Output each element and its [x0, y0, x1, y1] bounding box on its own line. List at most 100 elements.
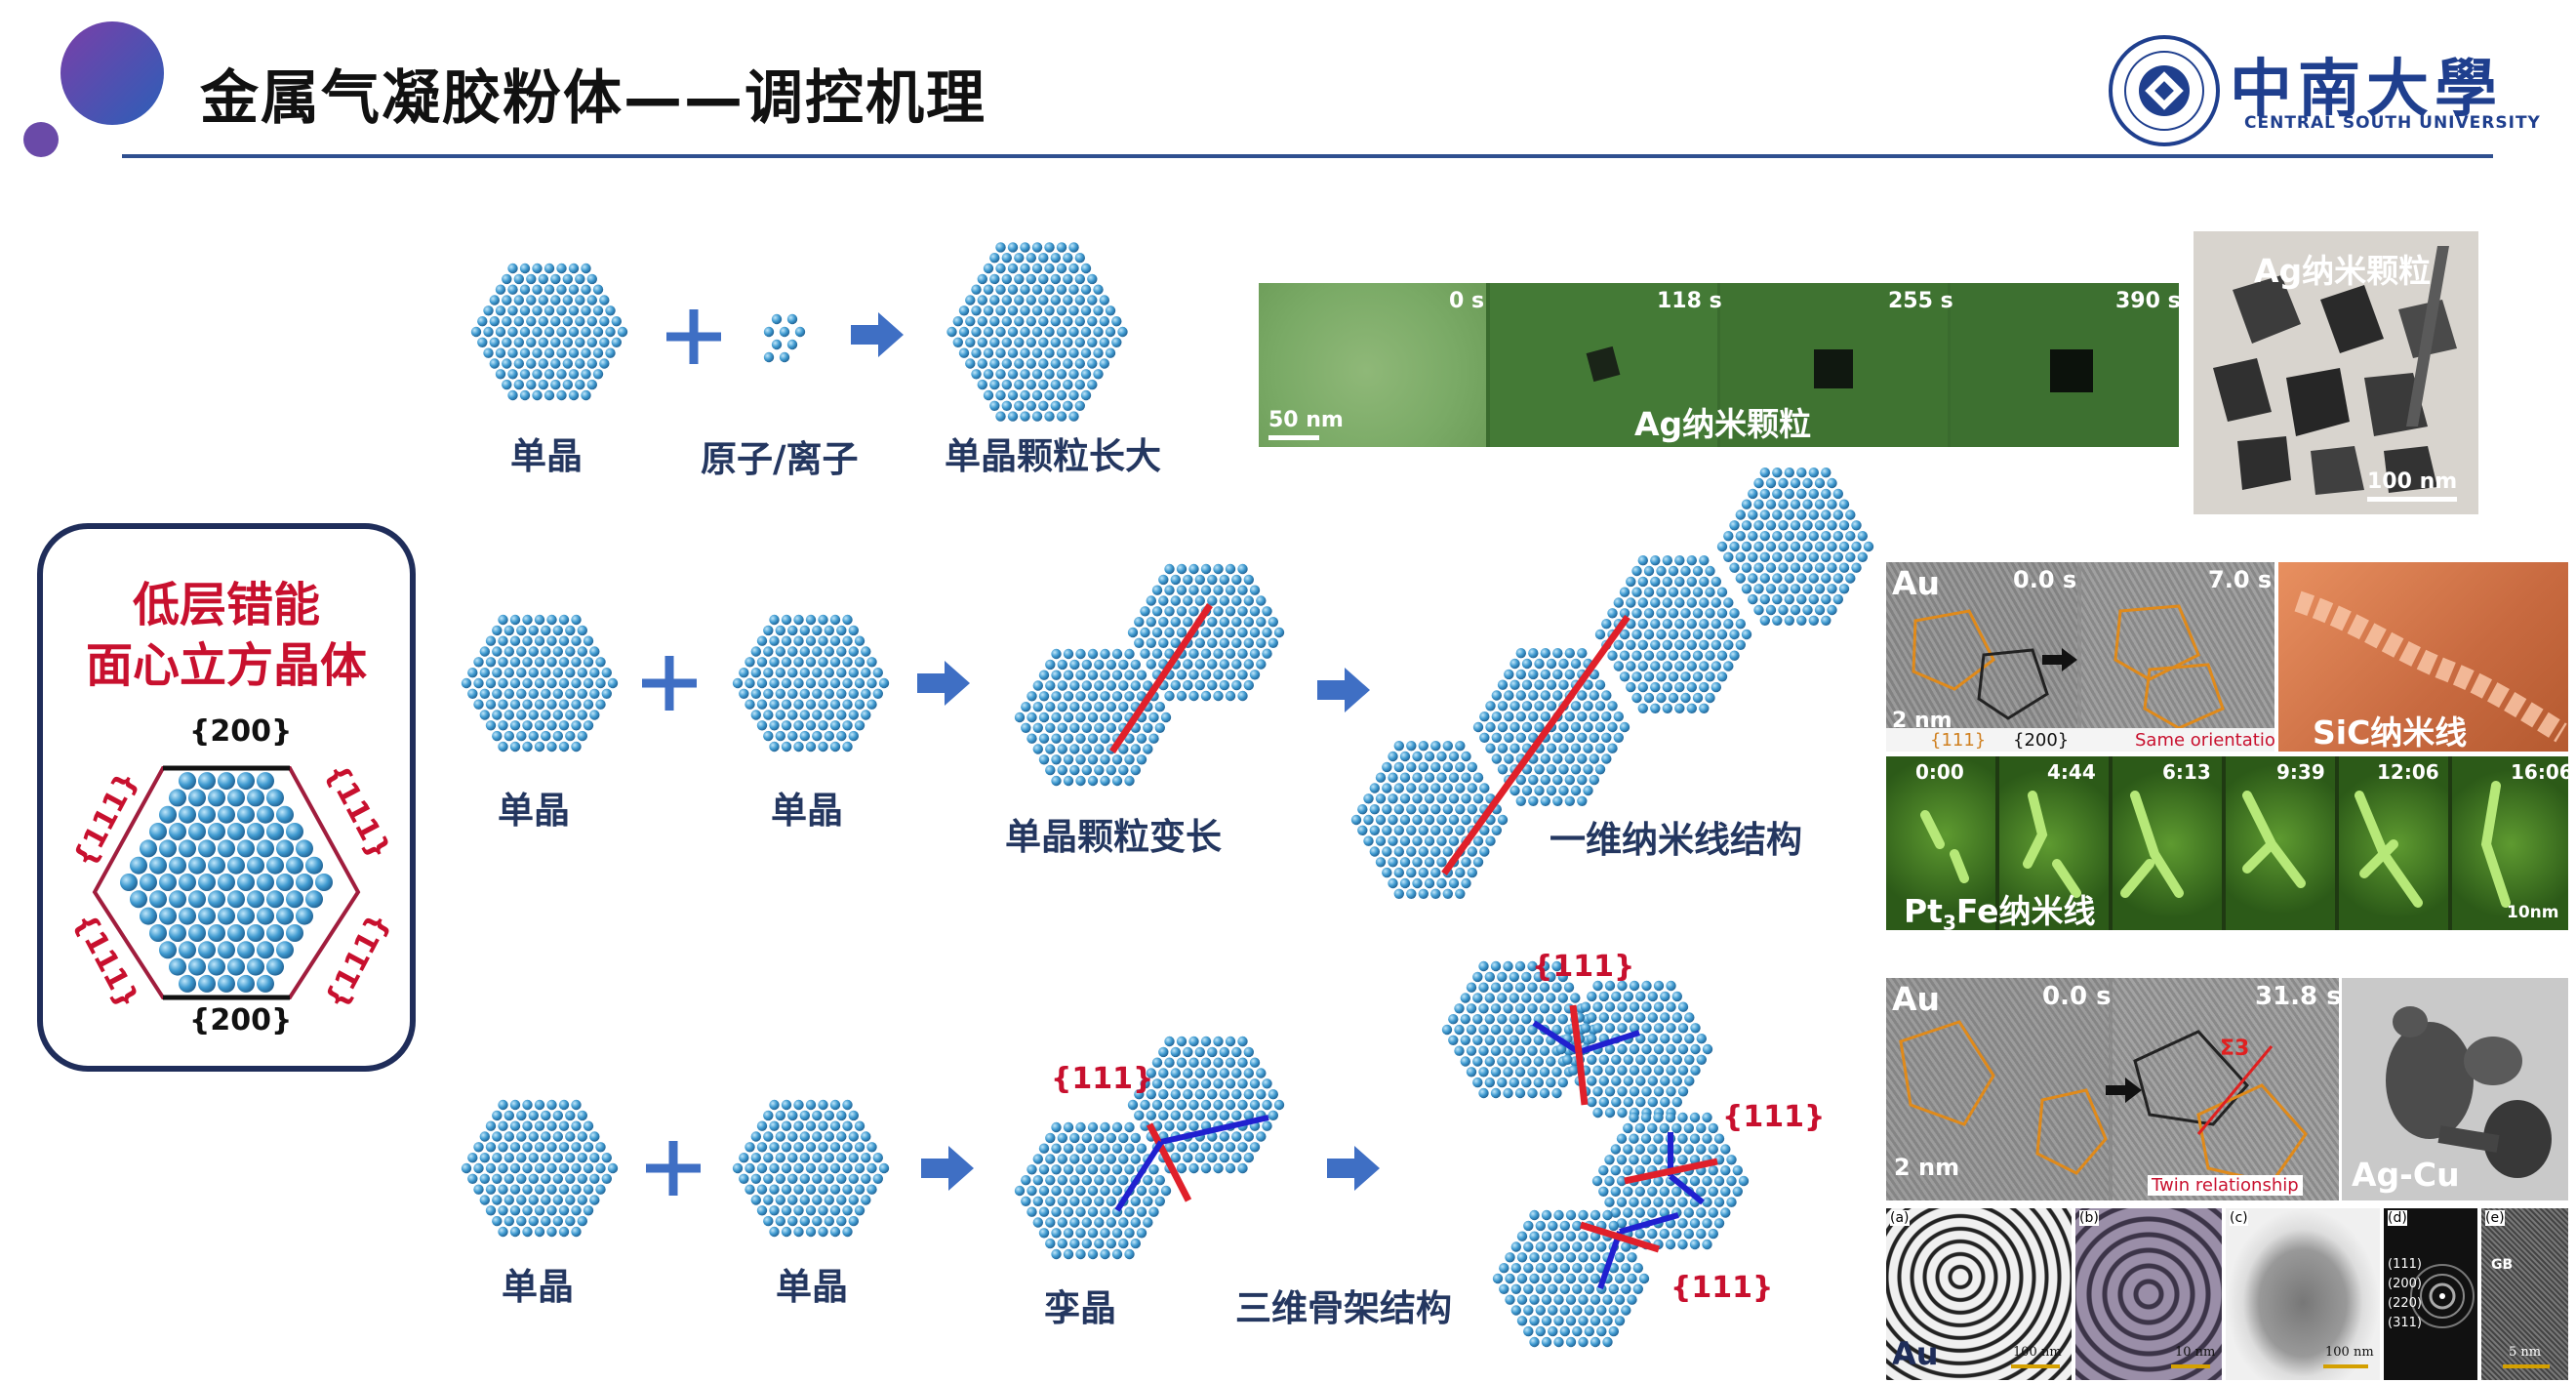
atom	[1821, 615, 1831, 626]
atom	[812, 1173, 823, 1185]
atom	[1100, 691, 1110, 702]
atom	[1050, 358, 1062, 369]
atom	[1660, 1012, 1670, 1023]
atom	[1552, 732, 1563, 743]
atom	[1479, 712, 1490, 722]
atom	[1821, 593, 1831, 605]
atom	[1176, 585, 1187, 595]
atom	[485, 677, 497, 689]
atom	[1225, 1099, 1236, 1111]
decor-circles	[23, 21, 164, 157]
atom	[1164, 1036, 1175, 1047]
atom	[745, 699, 755, 710]
atom	[1527, 982, 1538, 993]
ring-label: (111)	[2388, 1257, 2422, 1272]
atom	[541, 668, 551, 678]
atom	[513, 358, 524, 369]
atom	[1375, 814, 1387, 826]
atom	[565, 730, 576, 742]
atom	[829, 720, 841, 731]
atom	[1617, 980, 1628, 992]
atom	[198, 772, 216, 791]
atom	[1534, 679, 1545, 690]
atom	[805, 741, 817, 753]
atom	[492, 1153, 503, 1163]
atom	[1623, 1122, 1633, 1134]
atom	[1702, 1043, 1713, 1055]
atom	[503, 1173, 514, 1185]
atom	[534, 677, 545, 689]
atom	[1772, 509, 1783, 520]
atom	[756, 1205, 768, 1216]
atom	[1610, 1165, 1622, 1176]
atom	[1778, 604, 1789, 616]
atom	[1521, 658, 1533, 670]
atom	[861, 1173, 871, 1185]
atom	[1692, 565, 1704, 577]
atom	[286, 890, 303, 909]
atom	[781, 1184, 792, 1195]
atom	[781, 1099, 792, 1111]
atom	[1117, 326, 1128, 338]
atom	[1146, 617, 1157, 628]
atom	[812, 1195, 823, 1205]
atom	[237, 974, 255, 993]
atom	[1564, 795, 1576, 806]
atom	[1510, 1263, 1522, 1274]
atom	[1001, 400, 1013, 411]
atom	[756, 1184, 768, 1195]
atom	[534, 1205, 545, 1216]
arrow-right-icon	[921, 1146, 974, 1191]
atom	[1148, 1206, 1159, 1217]
atom	[1001, 337, 1013, 347]
atom	[159, 805, 177, 824]
atom	[1796, 468, 1807, 478]
atom	[507, 389, 518, 401]
atom	[866, 657, 877, 668]
atom	[1570, 993, 1581, 1003]
atom	[1619, 671, 1630, 682]
atom	[1001, 358, 1013, 369]
atom	[824, 688, 834, 699]
atom	[577, 1215, 587, 1227]
atom	[1063, 295, 1073, 305]
atom	[1613, 712, 1625, 722]
atom	[1256, 595, 1267, 606]
atom	[946, 326, 957, 338]
atom	[769, 1205, 780, 1216]
atom	[1814, 541, 1826, 552]
atom	[1832, 551, 1844, 562]
atom	[599, 358, 610, 369]
atom	[1472, 1056, 1483, 1067]
atom	[1020, 305, 1030, 316]
atom	[1613, 597, 1625, 608]
facet-top-label: {200}	[189, 714, 293, 749]
atom	[1572, 1325, 1583, 1337]
atom	[1106, 659, 1117, 671]
atom	[1668, 671, 1679, 682]
atom	[1213, 585, 1224, 595]
atom	[489, 295, 500, 305]
atom	[1051, 1206, 1062, 1217]
atom	[1146, 637, 1157, 648]
atom	[1448, 814, 1460, 826]
atom	[1207, 1110, 1218, 1121]
atom	[1207, 637, 1218, 648]
atom	[605, 326, 616, 338]
atom	[1074, 358, 1086, 369]
atom	[763, 1110, 774, 1121]
atom	[577, 1131, 587, 1142]
atom	[1590, 1273, 1601, 1284]
atom	[1790, 477, 1801, 489]
atom	[1741, 520, 1752, 531]
atom	[140, 839, 157, 858]
atom	[1551, 982, 1562, 993]
atom	[1551, 1003, 1562, 1014]
atom	[1790, 562, 1801, 573]
atom	[1689, 1218, 1701, 1229]
atom	[1808, 573, 1820, 584]
atom	[769, 1184, 780, 1195]
atom	[296, 839, 313, 858]
atom	[1219, 659, 1230, 670]
atom	[793, 1162, 804, 1174]
